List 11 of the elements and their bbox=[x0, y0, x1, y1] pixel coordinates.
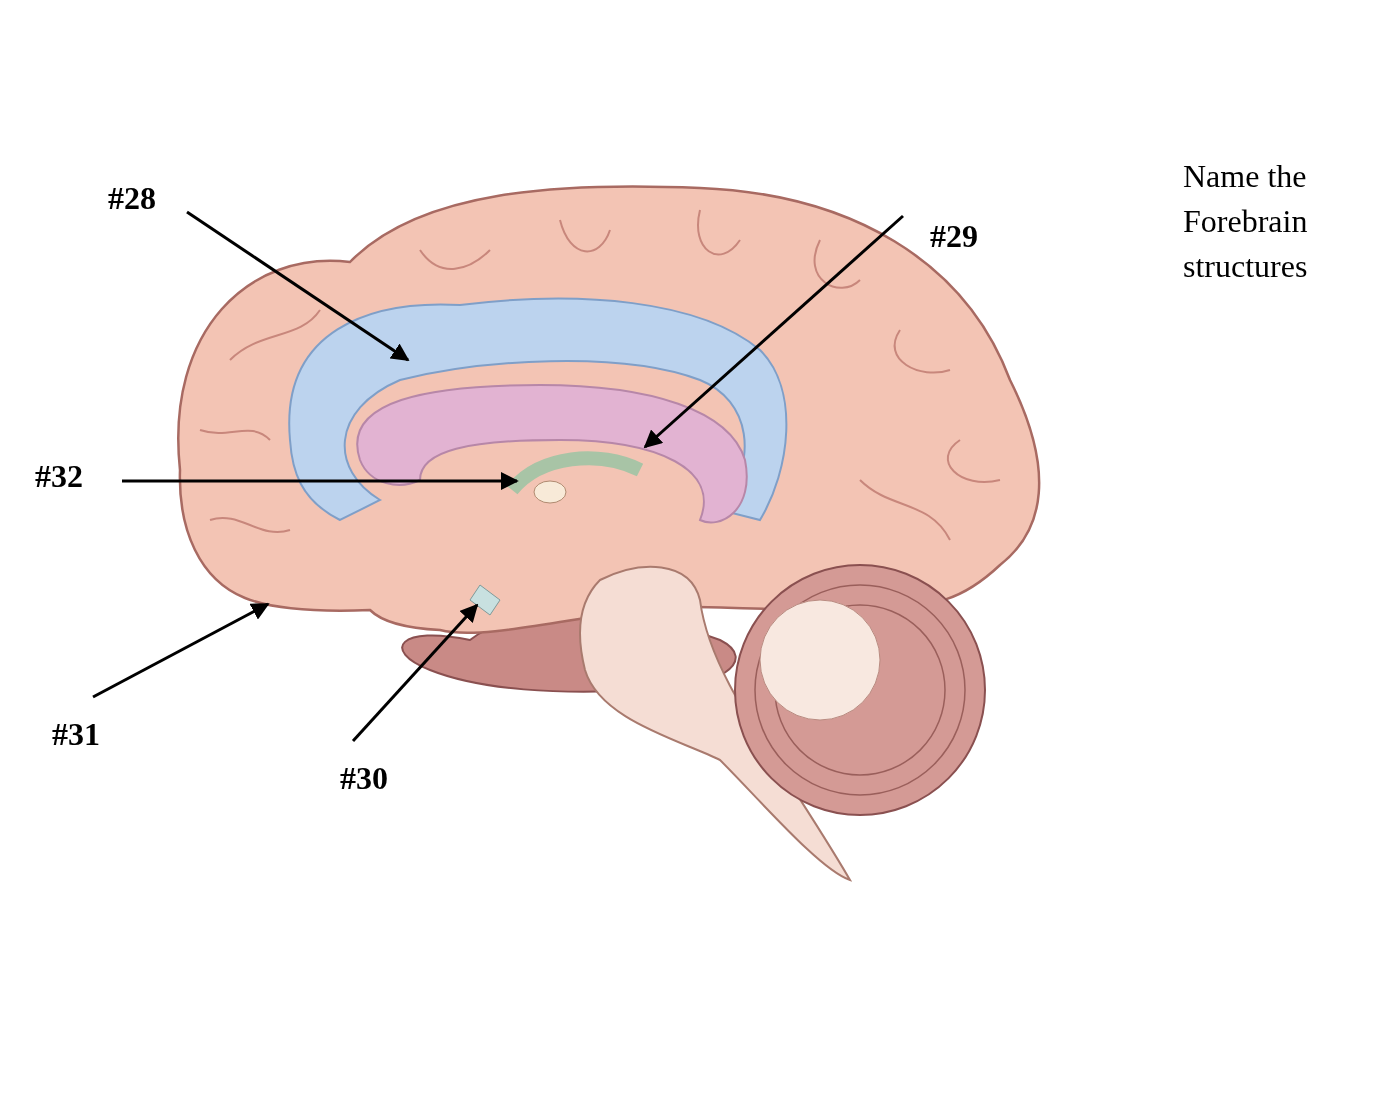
leader-line bbox=[122, 472, 519, 490]
callout-number: #29 bbox=[930, 218, 978, 254]
leader-line bbox=[186, 210, 410, 362]
callout-number: #30 bbox=[340, 760, 388, 796]
instruction-text: Name the Forebrain structures bbox=[1183, 157, 1309, 286]
callout-number: #28 bbox=[108, 180, 156, 216]
callout-number: #32 bbox=[35, 458, 83, 494]
callout-number: #31 bbox=[52, 716, 100, 752]
leader-line bbox=[643, 214, 904, 449]
leader-line bbox=[351, 603, 479, 742]
leader-line bbox=[92, 602, 270, 699]
